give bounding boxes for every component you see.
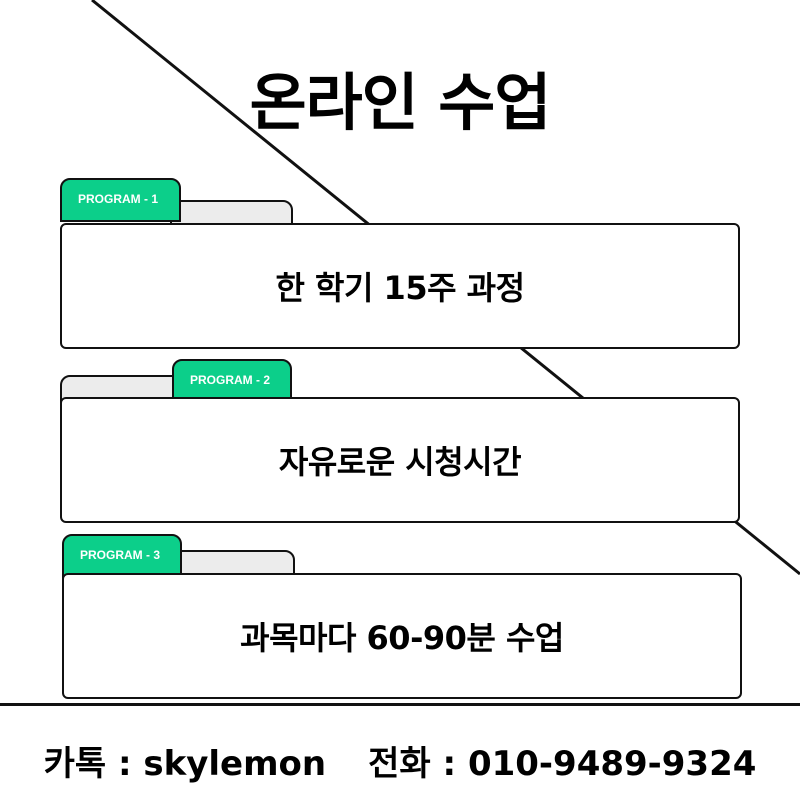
program-3-tab: PROGRAM - 3 <box>62 534 182 578</box>
footer-divider <box>0 703 800 706</box>
program-1-text: 한 학기 15주 과정 <box>275 269 525 307</box>
phone-contact: 전화 : 010-9489-9324 <box>368 744 757 784</box>
program-2-card: 자유로운 시청시간 <box>60 397 740 523</box>
program-1-tab: PROGRAM - 1 <box>60 178 181 222</box>
program-1-card: 한 학기 15주 과정 <box>60 223 740 349</box>
program-3-card: 과목마다 60-90분 수업 <box>62 573 742 699</box>
program-2-text: 자유로운 시청시간 <box>278 443 522 481</box>
program-3-text: 과목마다 60-90분 수업 <box>240 619 564 657</box>
contact-footer: 카톡 : skylemon 전화 : 010-9489-9324 <box>0 736 800 785</box>
page-title: 온라인 수업 <box>249 66 552 139</box>
kakao-contact: 카톡 : skylemon <box>43 744 327 784</box>
